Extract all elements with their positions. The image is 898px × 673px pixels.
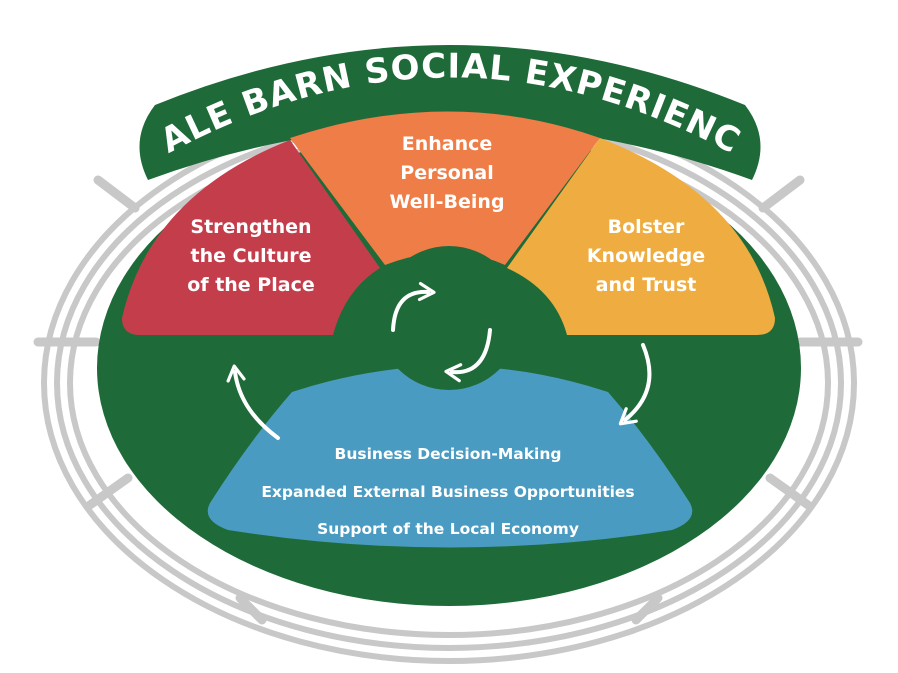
business-item-3: Support of the Local Economy <box>317 520 579 538</box>
wellbeing-line-2: Personal <box>400 162 493 184</box>
segment-culture-label: Strengthen the Culture of the Place <box>187 216 314 296</box>
segment-knowledge <box>507 138 775 335</box>
culture-line-1: Strengthen <box>190 216 311 238</box>
business-label: Business Decision-Making Expanded Extern… <box>261 445 634 538</box>
business-item-2: Expanded External Business Opportunities <box>261 483 634 501</box>
culture-line-2: the Culture <box>191 245 312 267</box>
segment-wellbeing <box>290 111 600 265</box>
culture-line-3: of the Place <box>187 274 314 296</box>
wellbeing-line-1: Enhance <box>402 133 493 155</box>
fence-post-icons <box>33 175 863 625</box>
segment-knowledge-label: Bolster Knowledge and Trust <box>587 216 705 296</box>
segment-culture <box>122 140 380 335</box>
business-item-1: Business Decision-Making <box>335 445 562 463</box>
cycle-arrows-icon <box>226 281 652 440</box>
segment-wellbeing-label: Enhance Personal Well-Being <box>389 133 504 213</box>
knowledge-line-2: Knowledge <box>587 245 705 267</box>
center-hub <box>377 246 521 390</box>
wellbeing-line-3: Well-Being <box>389 191 504 213</box>
knowledge-line-3: and Trust <box>596 274 697 296</box>
business-segment <box>207 366 693 548</box>
knowledge-line-1: Bolster <box>608 216 685 238</box>
